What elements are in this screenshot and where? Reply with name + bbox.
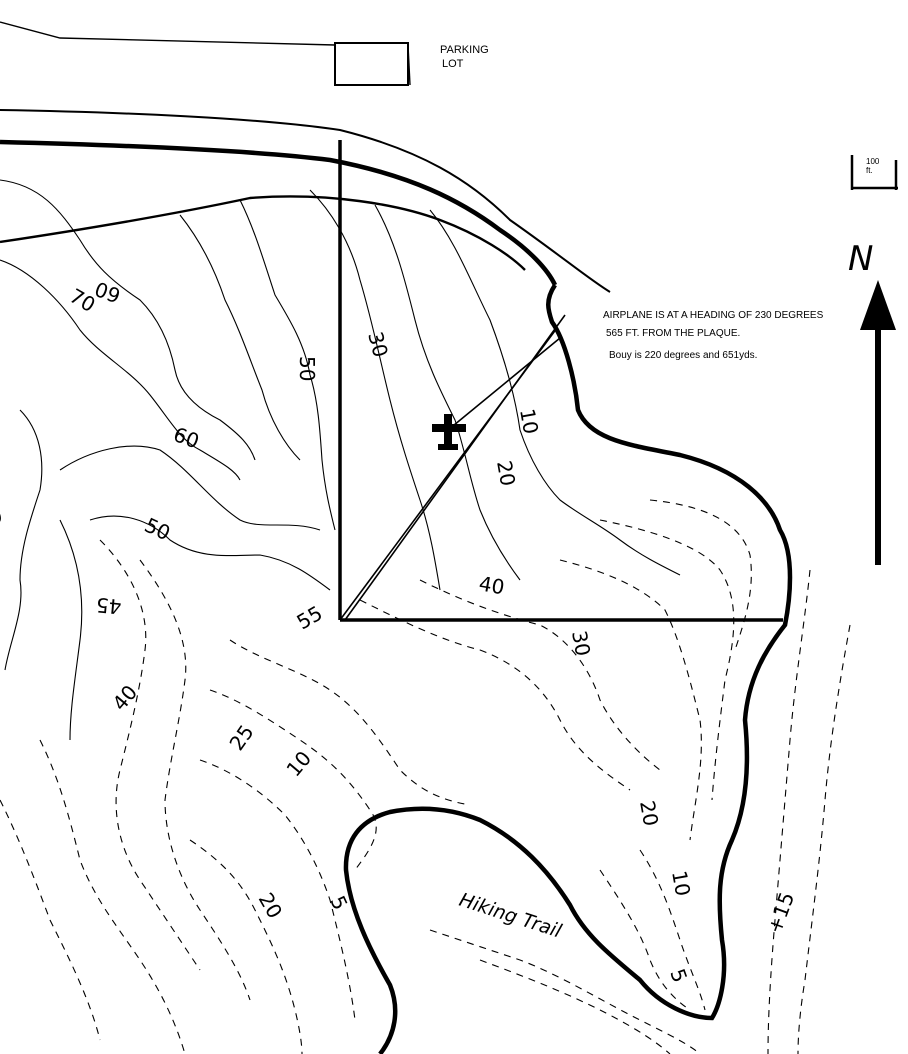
contour-line [374,204,521,581]
contour-line [0,179,256,461]
scale-value-label: 100 [866,157,880,166]
north-label: N [848,239,873,279]
bearing-line [344,314,566,621]
airplane-icon [432,414,466,450]
contour-line [59,519,83,741]
contour-line [179,214,301,461]
contour-line-dashed [209,689,377,871]
parking-lot-label: PARKING [440,44,489,56]
contour-label: 5 [665,966,692,986]
contour-line-dashed [189,839,303,1054]
trail-label: Hiking Trail [456,889,564,943]
contour-label: 20 [492,459,520,488]
contour-label: 5 [325,892,352,914]
road-edge-bold [0,139,558,287]
contour-label: 10 [667,869,695,898]
contour-line [429,209,681,576]
scale-unit-label: ft. [866,166,873,175]
contour-line-dashed [199,759,356,1021]
contour-line [0,259,241,481]
contour-label: 50 [141,513,174,546]
contour-line-dashed [599,869,691,1011]
parking-access-line [407,44,411,86]
contour-line-dashed [99,539,201,971]
contour-label: 10 [281,746,316,781]
contour-label: 65 [0,503,5,533]
road-edge-inner [0,195,526,271]
contour-label: 50 [295,356,319,381]
contour-label: 75 [0,356,1,384]
contour-label: 45 [95,593,122,619]
contour-line-dashed [649,499,752,651]
contour-label: 30 [363,329,393,360]
contour-line-dashed [229,639,471,806]
contour-label: 60 [92,277,124,308]
parking-lot-label: LOT [442,58,464,70]
contour-label: +15 [762,889,799,937]
contour-line [4,409,43,671]
contour-line-dashed [767,569,811,1054]
contour-line-dashed [599,519,735,801]
contour-line-dashed [419,579,661,771]
contour-line-dashed [479,959,671,1054]
contour-line [59,445,321,531]
road-edge-outer [0,109,611,293]
contour-label: 40 [107,680,142,715]
contour-label: 25 [224,720,258,755]
contour-line-dashed [39,739,186,1054]
contour-line-dashed [797,624,851,1054]
contour-line-dashed [429,929,701,1054]
contour-label: 40 [477,571,506,599]
contour-label: 55 [293,601,327,635]
contour-label: 30 [567,629,595,658]
shoreline [343,283,793,1054]
contour-line [309,189,441,591]
parking-lot-box [334,42,409,86]
contour-line-dashed [639,849,706,1011]
parking-access-line [0,21,336,46]
bearing-line-to-airplane [447,337,561,431]
contour-label: 70 [66,284,100,318]
contour-line-dashed [359,599,631,791]
map-note-line: Bouy is 220 degrees and 651yds. [609,350,757,361]
map-note-line: AIRPLANE IS AT A HEADING OF 230 DEGREES [603,310,824,321]
contour-line-dashed [139,559,251,1001]
contour-line-dashed [0,799,101,1041]
contour-line-dashed [559,559,702,841]
contour-line [89,515,331,591]
north-arrow-icon [860,280,896,565]
contour-label: 10 [515,407,543,436]
scale-bar-icon [850,155,898,190]
contour-label: 20 [635,799,663,828]
map-note-line: 565 FT. FROM THE PLAQUE. [606,328,740,339]
contour-line [239,199,336,531]
